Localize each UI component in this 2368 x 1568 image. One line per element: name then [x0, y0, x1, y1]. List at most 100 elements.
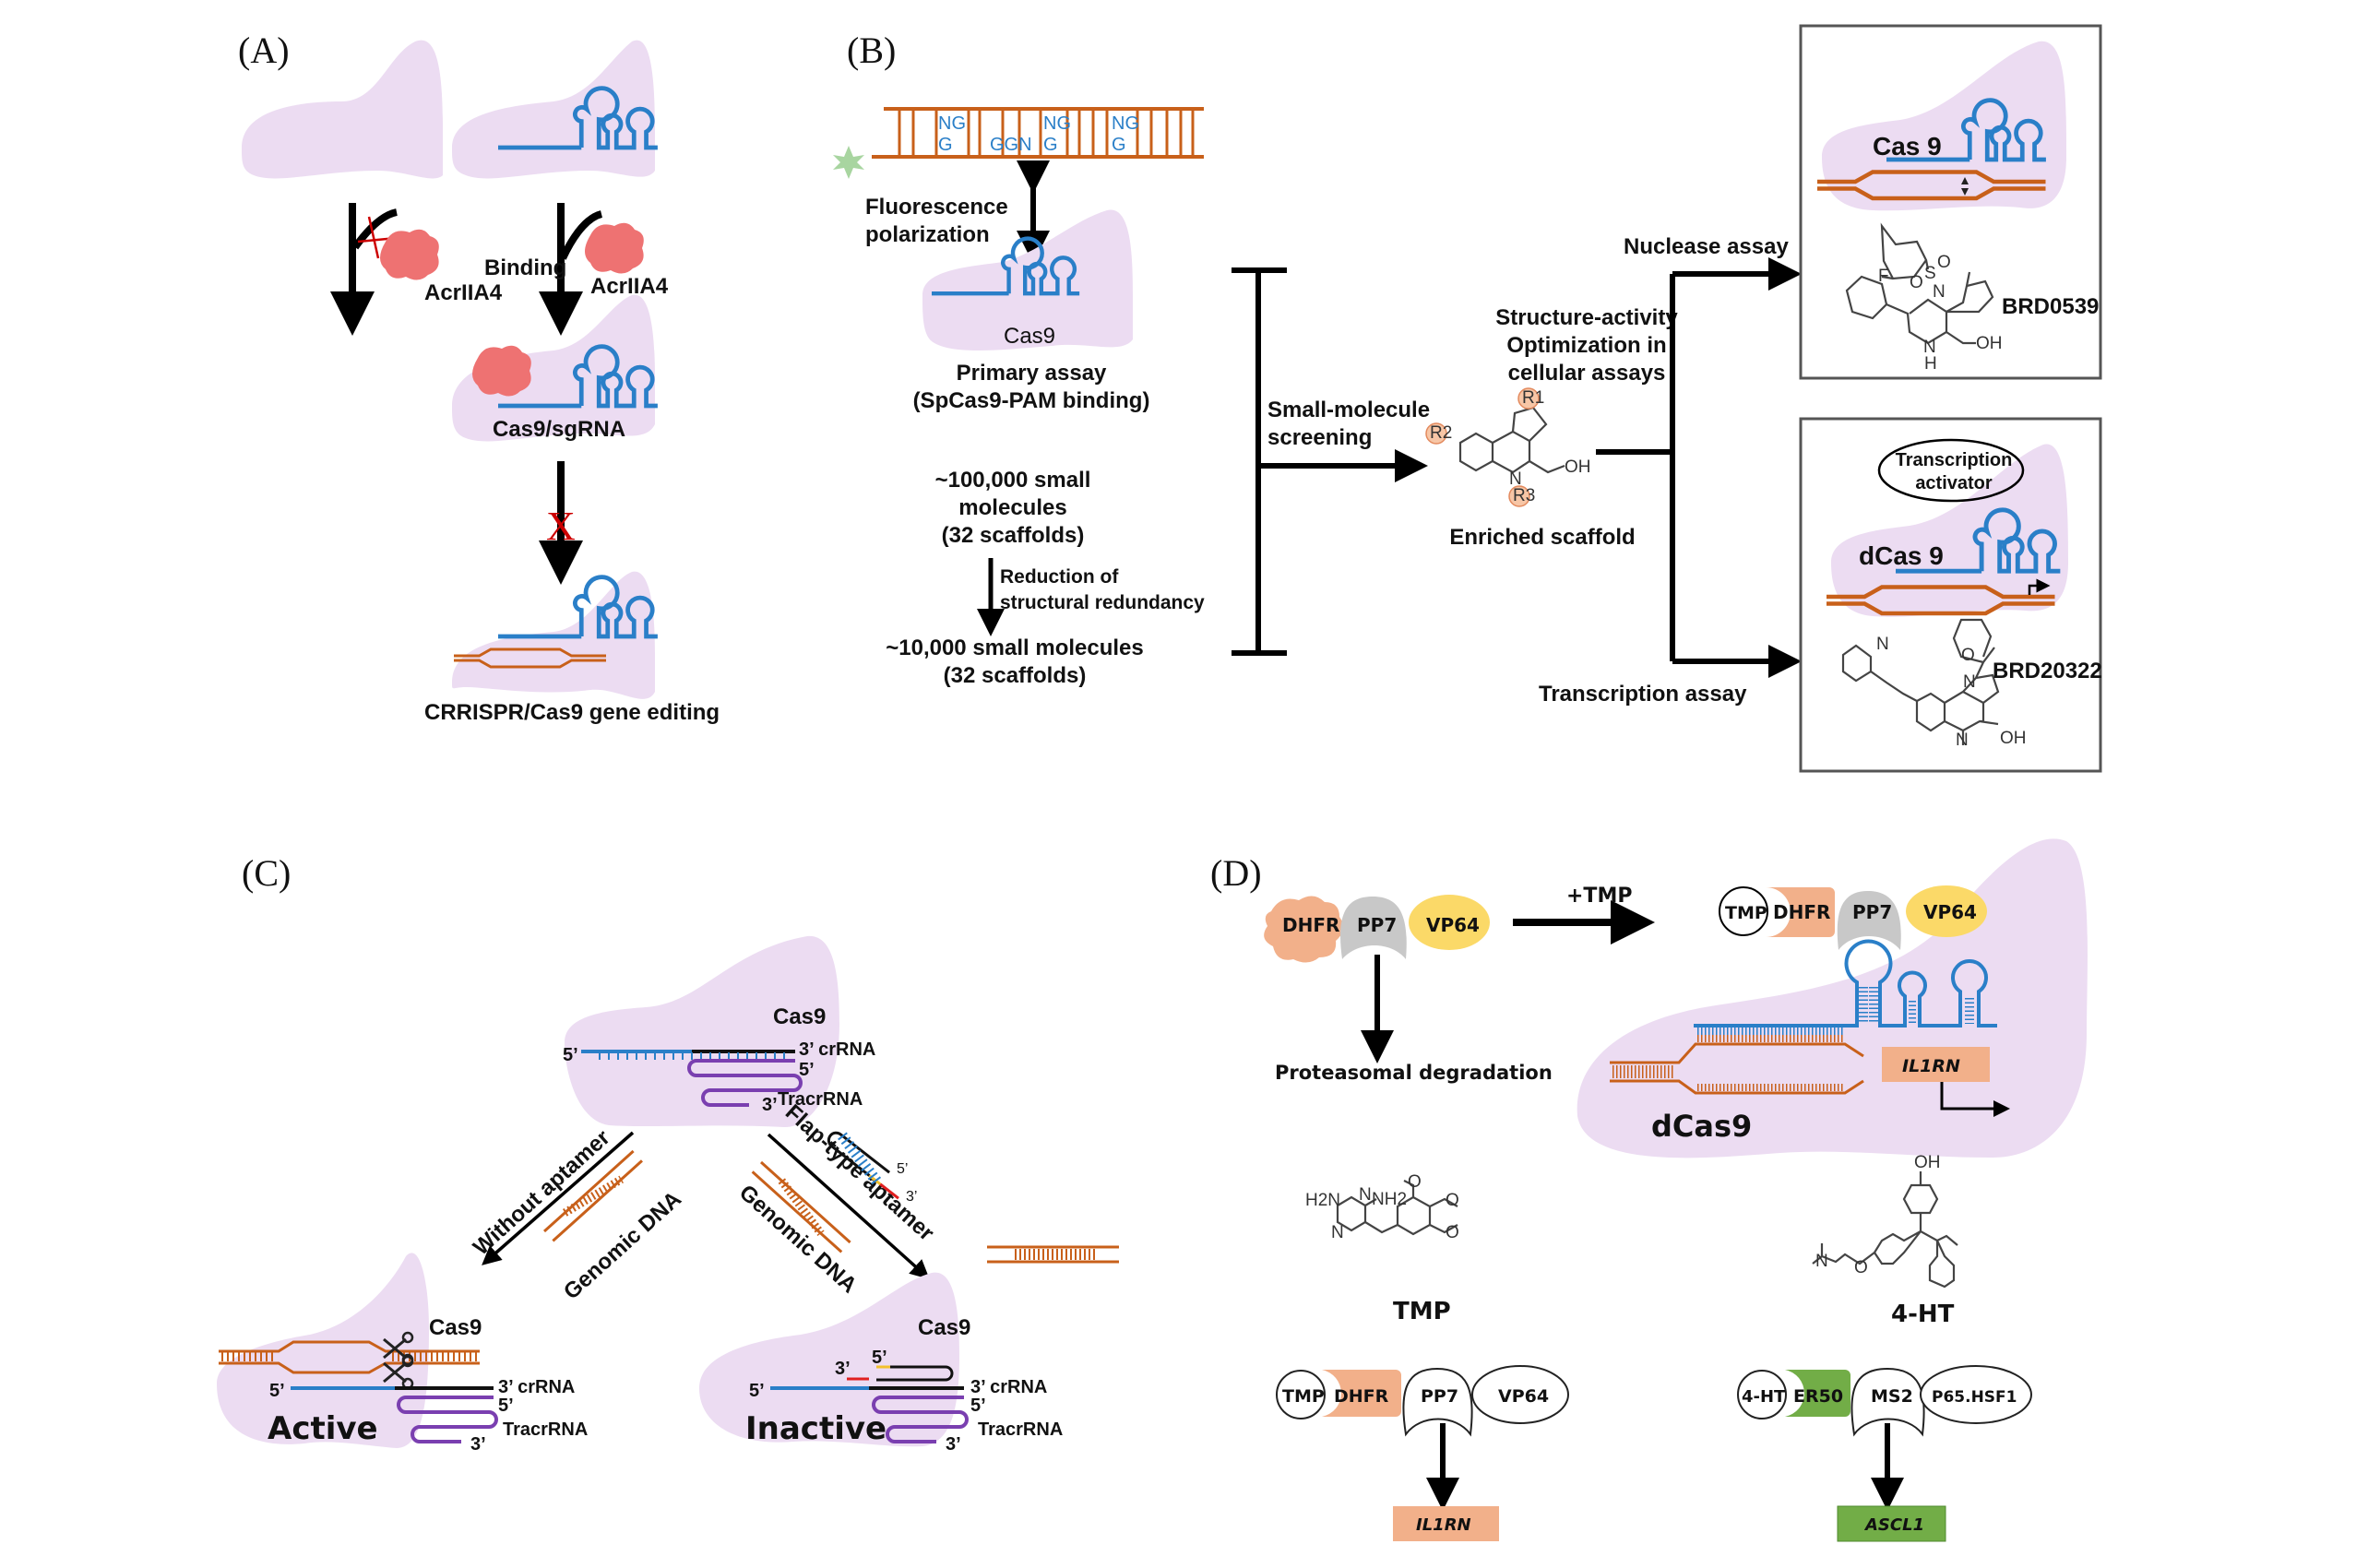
- cas9-protein-primary: [922, 209, 1133, 350]
- brd0539-o2: O: [1910, 273, 1923, 292]
- scaffold-oh: OH: [1565, 457, 1591, 477]
- ms2-system2: [1850, 1367, 1925, 1437]
- dhfr-stabilized-label: DHFR: [1773, 901, 1830, 923]
- il1rn-gene-box: [1882, 1047, 1990, 1082]
- screening-bracket: [1232, 267, 1287, 656]
- crrna-tracr-inactive: [770, 1365, 969, 1443]
- panel-b: (B) NG NG NG G GGN G G Fluorescence pola…: [833, 24, 2102, 773]
- pp7-label: PP7: [1357, 914, 1397, 936]
- vp64-bound-label: VP64: [1923, 901, 1977, 923]
- crrna-tracr-top: [581, 1050, 803, 1107]
- panel-a: (A) AcrIIA4 Binding AcrIIA4 Cas9/sgRNA X…: [238, 30, 720, 725]
- five-prime-tracr-inactive: 5’: [970, 1396, 986, 1416]
- cas9-protein-box1: [1822, 41, 2066, 211]
- sar-line1: Structure-activity: [1495, 305, 1678, 330]
- 4ht-compound-label: 4-HT: [1891, 1301, 1955, 1328]
- 4ht-system: 4-HT ER50 MS2 P65.HSF1 ASCL1: [1737, 1365, 2032, 1542]
- p65hsf1-system2: [1920, 1365, 2032, 1424]
- library-1-line3: (32 scaffolds): [942, 523, 1085, 548]
- brd20322-pyr-n: N: [1876, 635, 1889, 654]
- tmp-nh2: NH2: [1372, 1190, 1407, 1209]
- five-prime-aptamer-inactive: 5’: [872, 1348, 887, 1368]
- tss-arrow-icon: [2028, 578, 2051, 595]
- blocked-x-mark: X: [546, 504, 576, 549]
- panel-label-b: (B): [847, 30, 896, 71]
- without-aptamer-arrow: [482, 1131, 635, 1265]
- reduction-line2: structural redundancy: [1000, 592, 1205, 613]
- enriched-scaffold-structure: R1 R2 R3 N OH: [1425, 387, 1591, 507]
- 4ht-system2: [1737, 1370, 1787, 1420]
- five-prime-tracr-top: 5’: [799, 1060, 815, 1080]
- reduction-line1: Reduction of: [1000, 566, 1119, 588]
- inactive-label: Inactive: [745, 1410, 887, 1447]
- cas9-label-active: Cas9: [429, 1315, 482, 1340]
- cas9-label-top: Cas9: [773, 1004, 826, 1029]
- three-prime-tracr-inactive: 3’: [946, 1434, 961, 1455]
- pp7-bound: [1837, 891, 1901, 950]
- tmp-n2: N: [1331, 1223, 1344, 1242]
- scaffold-n-atom: N: [1509, 469, 1522, 489]
- degradation-label: Proteasomal degradation: [1275, 1062, 1553, 1084]
- tmp-o1: O: [1408, 1172, 1422, 1192]
- crrna-label-top: 3’ crRNA: [799, 1039, 875, 1060]
- pam-g-2: G: [1043, 135, 1058, 155]
- brd0539-n: N: [1933, 282, 1946, 302]
- tracrrna-label-top: TracrRNA: [778, 1089, 863, 1110]
- 4ht-n: N: [1815, 1252, 1828, 1271]
- cas9-label-primary: Cas9: [1004, 324, 1055, 349]
- outcome-label: CRRISPR/Cas9 gene editing: [424, 700, 720, 725]
- activator-line2: activator: [1915, 473, 1993, 493]
- dhfr-label: DHFR: [1282, 914, 1339, 936]
- dna-active: [219, 1340, 480, 1374]
- brd20322-n: N: [1963, 672, 1976, 692]
- tmp-o3: O: [1446, 1223, 1459, 1242]
- fluorophore-star-icon: [833, 146, 864, 179]
- vp64-bound: [1906, 885, 1987, 937]
- unwinding-arrows-icon: [1961, 177, 1969, 196]
- binding-label: Binding: [484, 255, 566, 280]
- tracrrna-label-inactive: TracrRNA: [978, 1420, 1063, 1440]
- brd0539-nh: N: [1923, 338, 1936, 357]
- three-prime-aptamer-inactive: 3’: [835, 1359, 851, 1379]
- activator-line1: Transcription: [1896, 450, 2013, 470]
- cas9-label-box1: Cas 9: [1873, 132, 1942, 160]
- pam-ng-3: NG: [1112, 113, 1139, 134]
- genomic-dna-label-left: Genomic DNA: [559, 1186, 686, 1304]
- pam-dna-probe: NG NG NG G GGN G G: [833, 107, 1204, 179]
- cas9-protein-inactive: [699, 1272, 959, 1447]
- panel-d: (D) DHFR PP7 VP64 Proteasomal degradatio…: [1210, 838, 2088, 1542]
- pam-ng-1: NG: [938, 113, 966, 134]
- tmp-ligand-circle: [1719, 886, 1768, 936]
- dhfr-stabilized: [1766, 887, 1835, 937]
- panel-label-a: (A): [238, 30, 290, 71]
- pam-g-3: G: [1112, 135, 1126, 155]
- acriia4-protein-right: [585, 222, 644, 274]
- cas9-protein-active: [217, 1253, 429, 1448]
- cas9-label-inactive: Cas9: [918, 1315, 970, 1340]
- tracrrna-label-active: TracrRNA: [503, 1420, 588, 1440]
- 4ht-oh: OH: [1914, 1153, 1941, 1172]
- screening-line2: screening: [1267, 425, 1372, 450]
- brd0539-h: H: [1924, 354, 1937, 374]
- cas9-sgrna-label: Cas9/sgRNA: [493, 417, 625, 442]
- vp64-label: VP64: [1426, 914, 1480, 936]
- without-aptamer-label: Without aptamer: [469, 1125, 615, 1261]
- pp7-domain: [1340, 897, 1407, 959]
- pam-ng-2: NG: [1043, 113, 1071, 134]
- transcription-result-box: [1799, 417, 2102, 773]
- library-1-line2: molecules: [958, 495, 1066, 520]
- brd20322-oh: OH: [2000, 729, 2027, 748]
- sys1-gene-box: [1393, 1506, 1499, 1541]
- primary-assay-1: Primary assay: [957, 361, 1107, 386]
- 4ht-o: O: [1854, 1258, 1868, 1277]
- fp-label-2: polarization: [865, 222, 990, 247]
- sys2-p65-label: P65.HSF1: [1932, 1388, 2017, 1407]
- dhfr-system1: [1322, 1370, 1401, 1417]
- genomic-dna-right: [751, 1160, 851, 1253]
- r1-group: R1: [1522, 388, 1544, 408]
- five-prime-top: 5’: [563, 1045, 578, 1065]
- pp7-system1: [1402, 1367, 1473, 1437]
- nuclease-assay-label: Nuclease assay: [1624, 234, 1789, 259]
- pam-g-1: G: [938, 135, 953, 155]
